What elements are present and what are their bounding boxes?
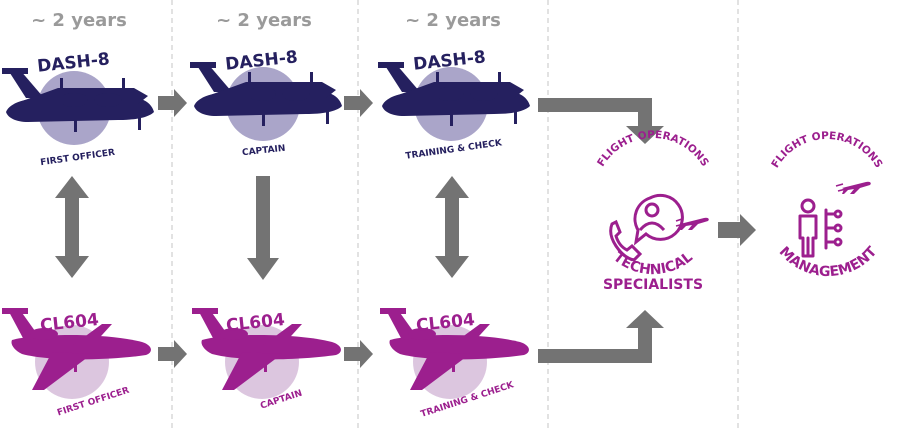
- badge-bottom-text-2: SPECIALISTS: [603, 277, 703, 293]
- elbow-arrow-down-icon: [538, 98, 664, 144]
- badge-top-text: FLIGHT OPERATIONS: [769, 130, 884, 170]
- phone-icon: [609, 219, 643, 262]
- technical-specialists-badge: FLIGHT OPERATIONS TECHNICAL SPECIALISTS: [595, 129, 711, 293]
- aircraft-name: DASH-8: [36, 49, 110, 76]
- dash8-captain-badge: DASH-8 CAPTAIN: [190, 47, 342, 158]
- cl604-captain-badge: CL604 CAPTAIN: [192, 308, 341, 412]
- cl604-first-officer-badge: CL604 FIRST OFFICER: [2, 308, 151, 418]
- badge-bottom-text: MANAGEMENT: [776, 244, 881, 281]
- arrow-down-icon: [247, 176, 279, 280]
- duration-label-3: ~ 2 years: [405, 10, 501, 31]
- person-org-chart-icon: [798, 198, 843, 258]
- cl604-training-check-badge: CL604 TRAINING & CHECK: [380, 308, 529, 420]
- badge-top-text: FLIGHT OPERATIONS: [595, 129, 711, 169]
- double-arrow-icon: [55, 176, 89, 278]
- role-label: CAPTAIN: [242, 144, 286, 158]
- aircraft-name: DASH-8: [412, 47, 486, 74]
- dash8-first-officer-badge: DASH-8 FIRST OFFICER: [2, 49, 154, 168]
- duration-label-1: ~ 2 years: [31, 10, 127, 31]
- person-bubble-icon: [633, 193, 684, 246]
- elbow-arrow-up-icon: [538, 310, 664, 363]
- dash8-training-check-badge: DASH-8 TRAINING & CHECK: [378, 47, 530, 162]
- arrows: [55, 89, 756, 368]
- speed-lines: [675, 218, 685, 227]
- role-label: TRAINING & CHECK: [405, 138, 504, 162]
- aircraft-name: DASH-8: [224, 47, 298, 74]
- speed-lines: [835, 183, 847, 192]
- double-arrow-icon: [435, 176, 469, 278]
- small-plane-icon: [842, 181, 871, 194]
- duration-label-2: ~ 2 years: [216, 10, 312, 31]
- arrow-right-icon: [718, 214, 756, 246]
- small-plane-icon: [680, 217, 709, 230]
- role-label: FIRST OFFICER: [40, 148, 116, 168]
- management-badge: FLIGHT OPERATIONS MANAGEMENT: [769, 130, 884, 280]
